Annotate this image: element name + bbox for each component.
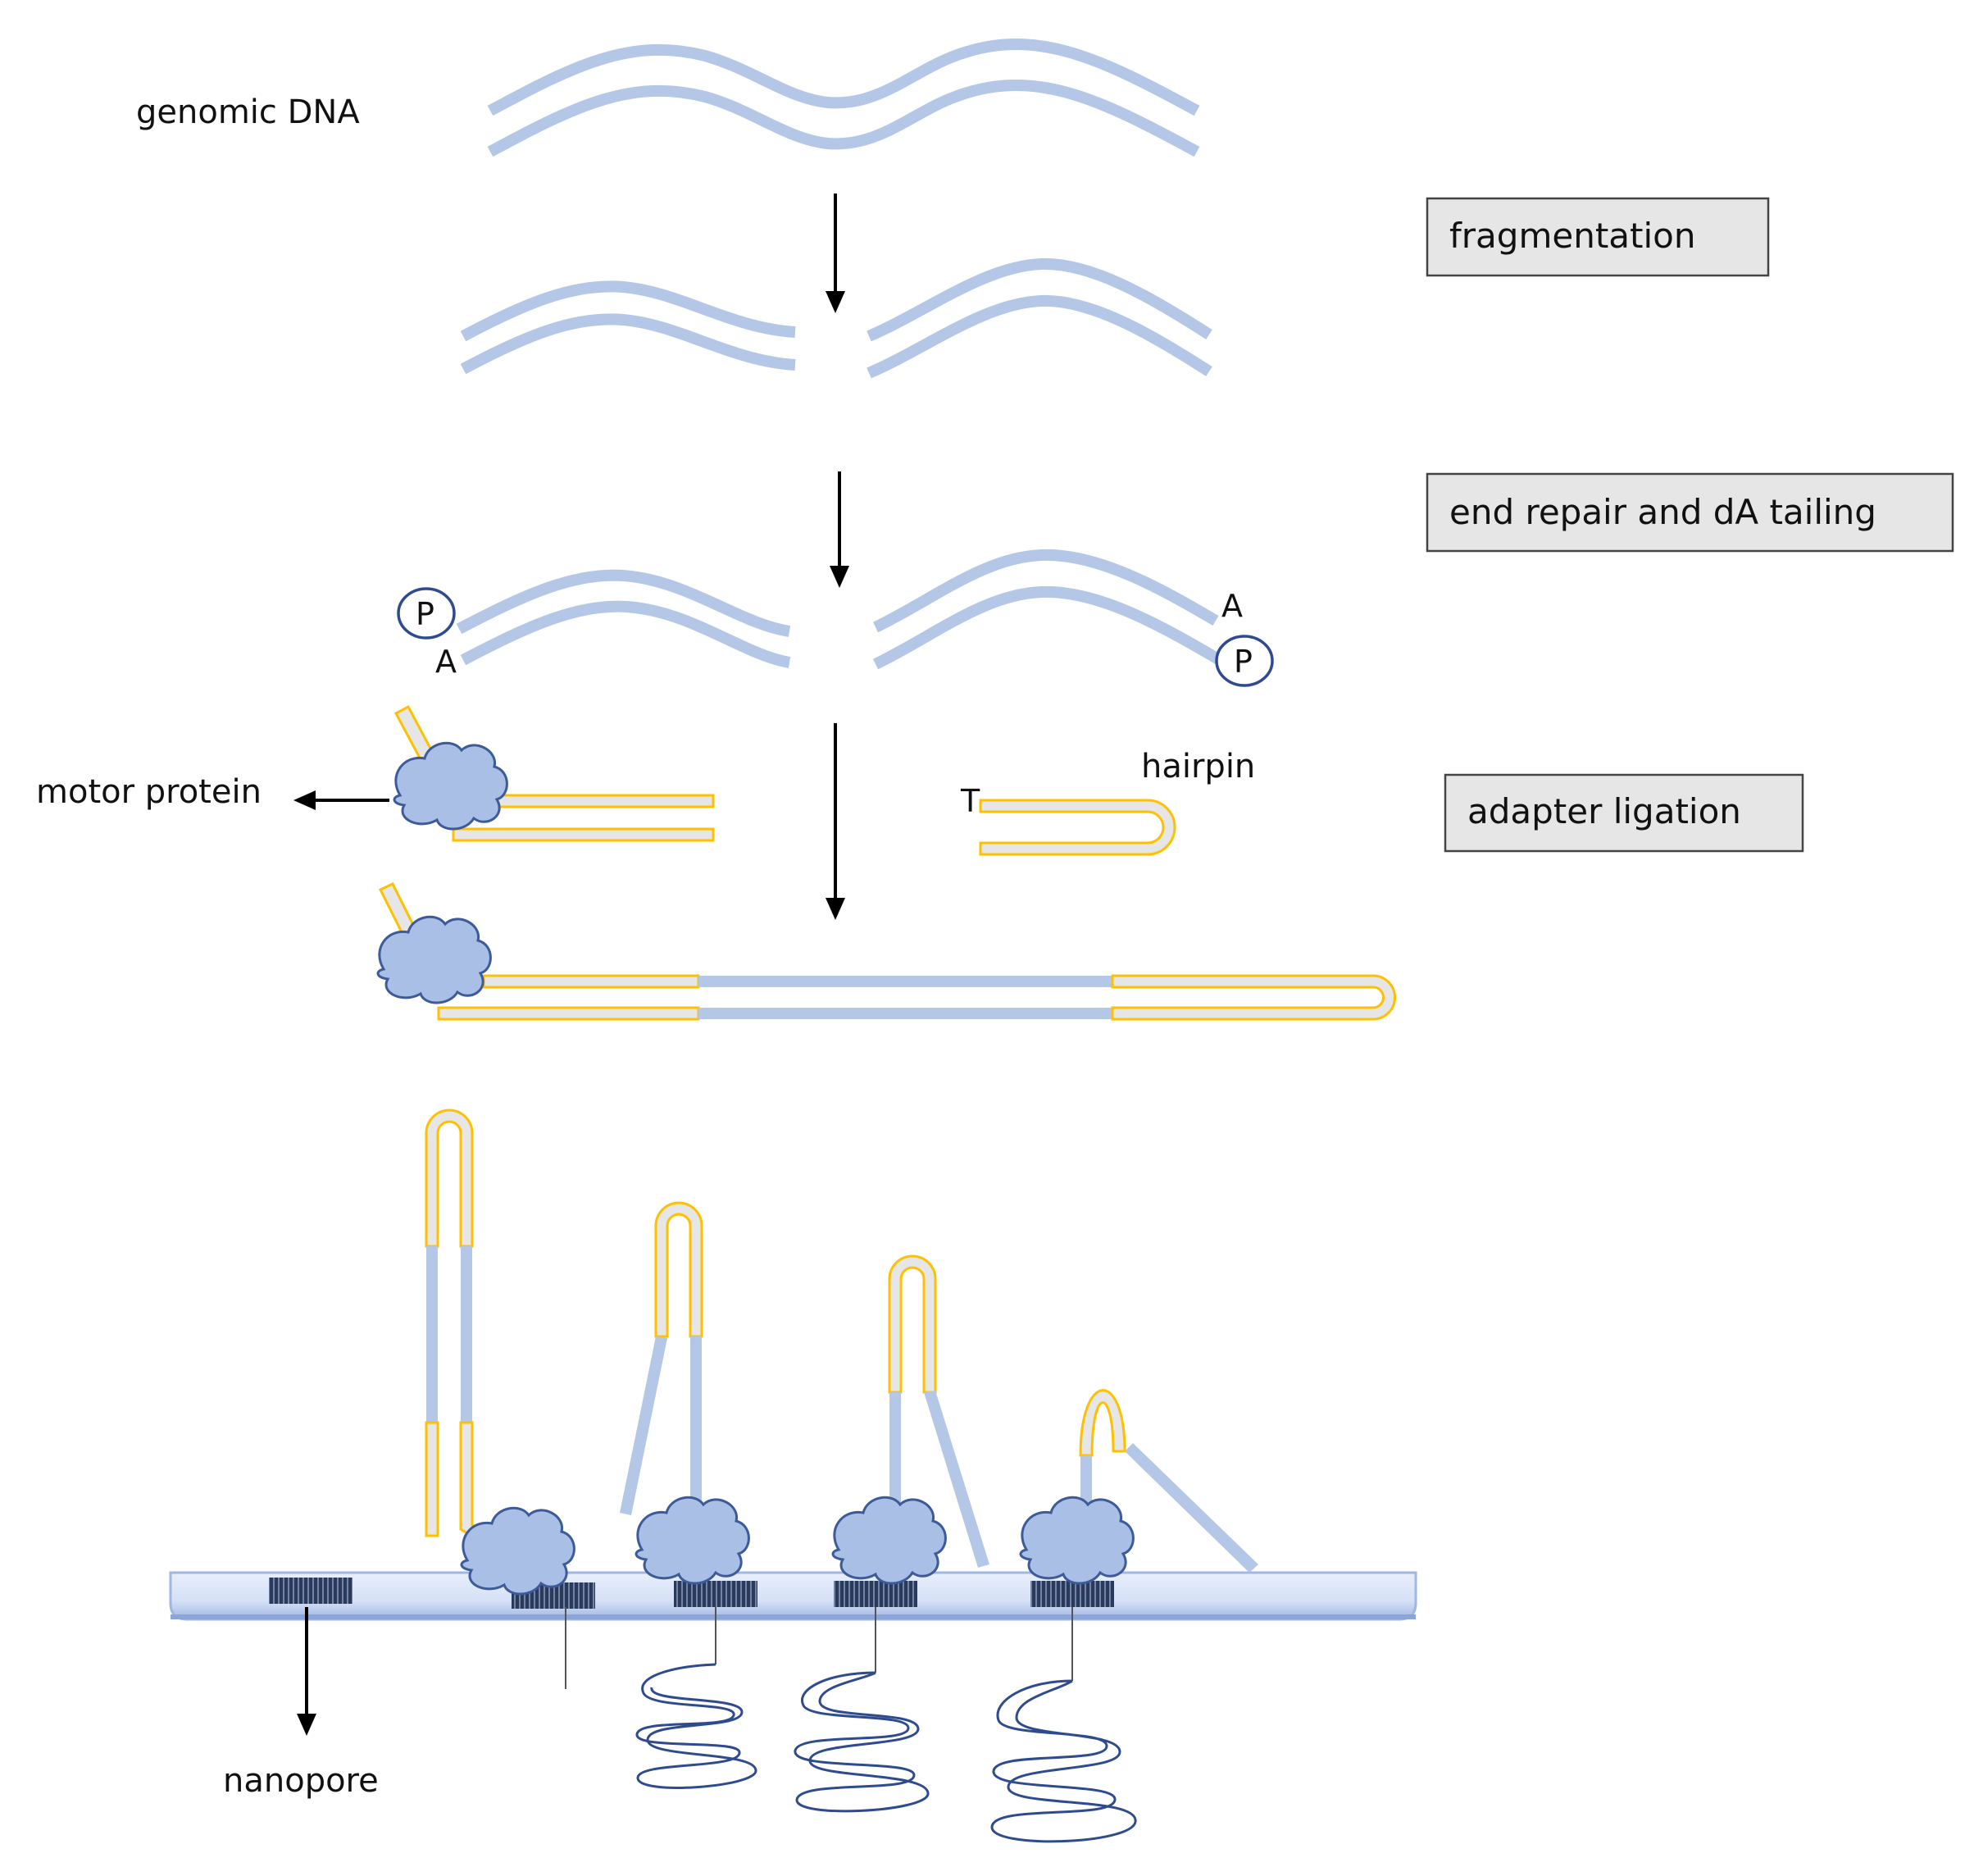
sequencing-molecule-4 xyxy=(990,1389,1258,1843)
a-tail-right: A xyxy=(1221,588,1243,624)
motor-protein-icon-pore-4 xyxy=(831,1496,947,1585)
nanopore-icon xyxy=(834,1581,917,1607)
repaired-left-top xyxy=(456,569,791,637)
repaired-right-top xyxy=(872,549,1219,633)
sequencing-molecule-2 xyxy=(620,1201,757,1789)
end-repaired-dna xyxy=(456,549,1227,670)
arrow-adapter-ligation xyxy=(826,723,845,920)
membrane xyxy=(169,1571,1417,1621)
fragment-right-top xyxy=(867,257,1212,342)
motor-protein-icon xyxy=(393,741,508,831)
adapter-ligation-box: adapter ligation xyxy=(1444,773,1804,853)
t-overhang-label: T xyxy=(960,783,980,819)
repaired-left-bottom xyxy=(460,600,791,668)
hairpin-label: hairpin xyxy=(1141,748,1255,785)
fragmentation-label: fragmentation xyxy=(1449,216,1695,256)
phosphate-right: P xyxy=(1215,635,1274,687)
fragmentation-box: fragmentation xyxy=(1426,197,1770,277)
fragmented-dna xyxy=(460,257,1212,379)
fragment-left-bottom xyxy=(460,313,796,375)
motor-protein-icon-pore-3 xyxy=(635,1496,750,1585)
genomic-dna-strand-top xyxy=(487,39,1200,116)
a-tail-left: A xyxy=(435,644,457,680)
adapter-ligation-label: adapter ligation xyxy=(1467,791,1741,831)
nanopore-icon xyxy=(269,1578,353,1604)
sequencing-molecule-1 xyxy=(425,1109,575,1689)
genomic-dna-molecule xyxy=(487,39,1200,157)
arrow-fragmentation xyxy=(826,194,845,313)
svg-text:P: P xyxy=(1234,644,1253,680)
hairpin-adapter xyxy=(979,799,1176,856)
fragment-left-top xyxy=(460,280,796,342)
nanopore-label: nanopore xyxy=(223,1762,379,1800)
end-repair-box: end repair and dA tailing xyxy=(1426,472,1954,553)
genomic-dna-label: genomic DNA xyxy=(136,93,360,131)
nanopore-icon xyxy=(674,1581,757,1607)
y-adapter xyxy=(393,704,715,842)
motor-protein-label: motor protein xyxy=(36,773,262,811)
motor-protein-arrow xyxy=(293,790,389,810)
end-repair-label: end repair and dA tailing xyxy=(1449,492,1876,532)
arrow-end-repair xyxy=(830,471,849,588)
sequencing-molecule-3 xyxy=(794,1254,989,1813)
phosphate-left: P xyxy=(397,587,456,640)
svg-text:P: P xyxy=(416,596,434,632)
nanopore-icon xyxy=(1030,1581,1114,1607)
motor-protein-icon-library xyxy=(376,915,492,1004)
motor-protein-icon-pore-5 xyxy=(1019,1496,1135,1585)
repaired-right-bottom xyxy=(872,585,1227,670)
ligated-library-molecule xyxy=(376,882,1396,1021)
genomic-dna-strand-bottom xyxy=(487,80,1200,157)
motor-protein-icon-pore-2 xyxy=(460,1506,575,1596)
fragment-right-bottom xyxy=(867,294,1212,379)
nanopore-arrow xyxy=(297,1607,316,1736)
